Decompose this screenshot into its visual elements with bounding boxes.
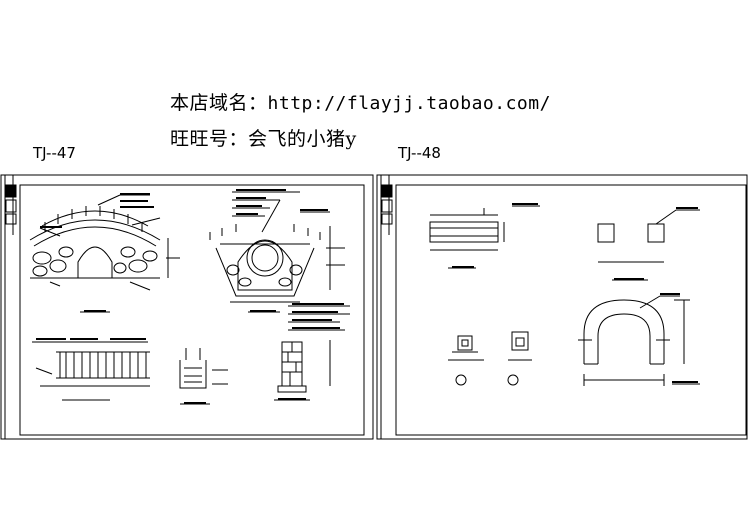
sheet-label-tj48: TJ--48 (398, 144, 441, 162)
railing-elevation-drawing (429, 205, 540, 269)
bridge-plan-drawing (32, 341, 150, 401)
arch-ring-drawing (578, 295, 700, 386)
cad-annotation-marks (36, 189, 698, 404)
baluster-elevation-drawing (597, 209, 700, 281)
sheet-tj47 (0, 174, 374, 440)
bridge-elevation-drawing (29, 194, 180, 313)
shop-url[interactable]: http://flayjj.taobao.com/ (267, 93, 551, 114)
stair-section-drawing (179, 348, 228, 405)
shop-domain-prefix: 本店域名： (170, 92, 268, 114)
railing-detail-sections (448, 331, 532, 386)
shop-domain-line: 本店域名：http://flayjj.taobao.com/ (170, 88, 551, 115)
sheet-label-tj47: TJ--47 (33, 144, 76, 162)
sheet-tj48 (376, 174, 748, 440)
wangwang-id-line: 旺旺号：会飞的小猪y (170, 128, 357, 150)
